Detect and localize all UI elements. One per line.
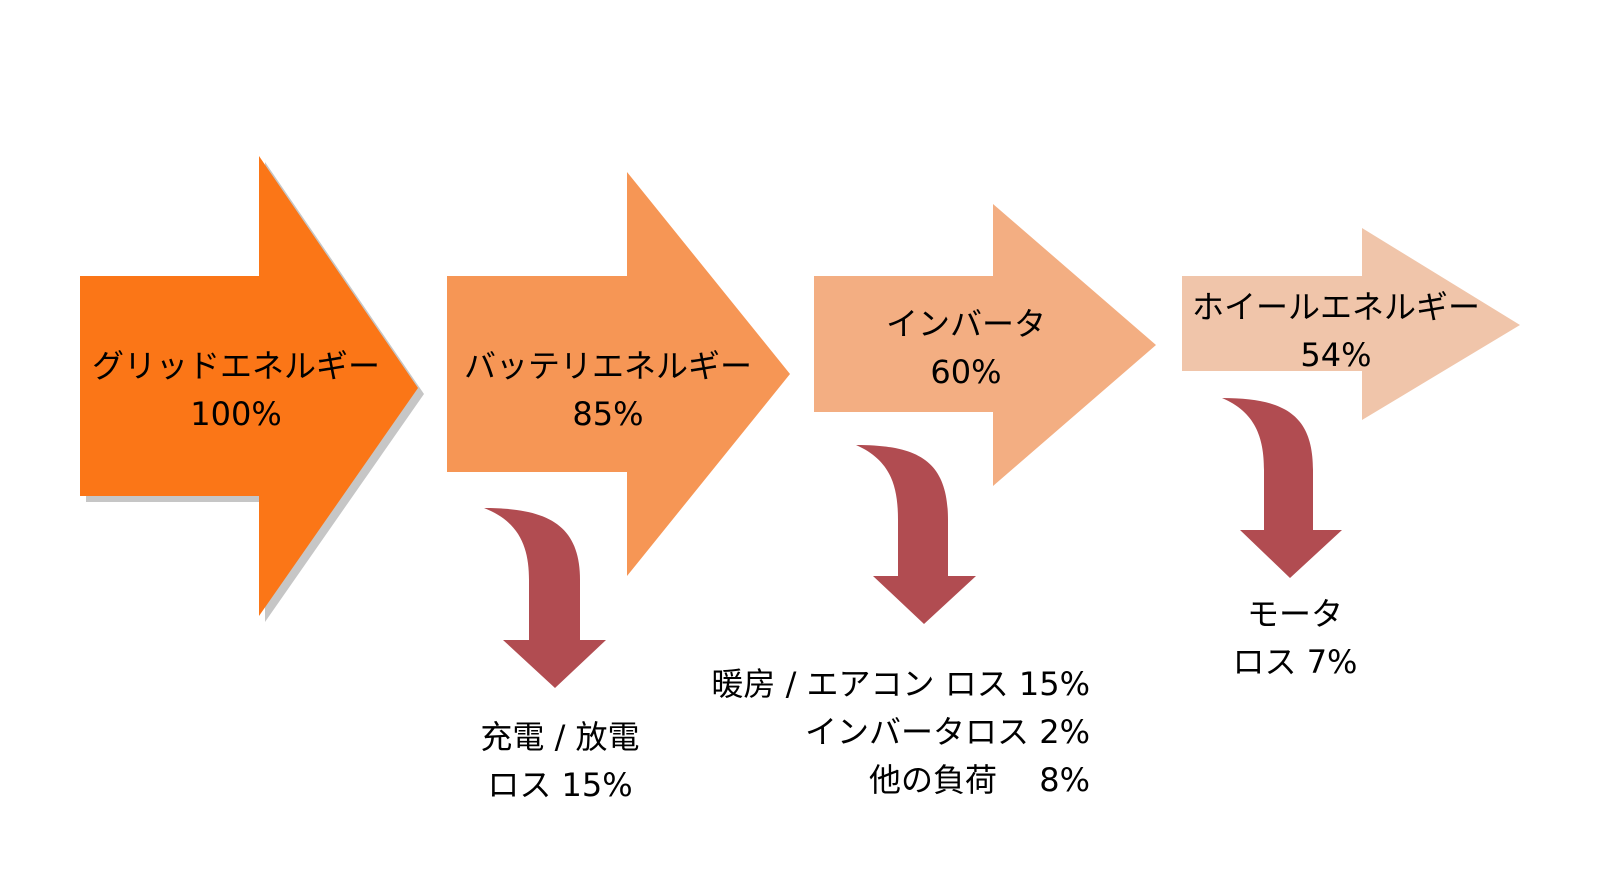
stage-3-arrow <box>814 204 1156 486</box>
stage-1-name: グリッドエネルギー <box>91 347 381 385</box>
loss-3-line-2: ロス 7% <box>1232 643 1358 681</box>
stage-1-value: 100% <box>190 395 282 433</box>
loss-1-arrow <box>484 508 606 688</box>
loss-1-label: 充電 / 放電 ロス 15% <box>480 713 639 809</box>
loss-1-line-1: 充電 / 放電 <box>480 718 640 756</box>
loss-2-line-2: インバータロス 2% <box>805 713 1090 751</box>
stage-3-label: インバータ 60% <box>886 300 1046 396</box>
stage-2-name: バッテリエネルギー <box>463 347 753 385</box>
stage-4-name: ホイールエネルギー <box>1191 288 1481 326</box>
stage-2-value: 85% <box>572 395 644 433</box>
loss-3-arrow <box>1222 398 1342 578</box>
stage-1-arrow <box>80 156 418 616</box>
stage-3-name: インバータ <box>885 305 1047 343</box>
stage-3-value: 60% <box>930 353 1002 391</box>
stage-4-arrow <box>1182 228 1520 420</box>
loss-2-label: 暖房 / エアコン ロス 15% インバータロス 2% 他の負荷 8% <box>711 660 1090 804</box>
stage-1-label: グリッドエネルギー 100% <box>92 342 380 438</box>
loss-3-label: モータ ロス 7% <box>1233 590 1358 686</box>
loss-2-arrow <box>856 445 976 624</box>
loss-2-line-3: 他の負荷 8% <box>869 761 1090 799</box>
stage-4-label: ホイールエネルギー 54% <box>1192 283 1480 379</box>
loss-2-line-1: 暖房 / エアコン ロス 15% <box>711 665 1090 703</box>
loss-3-line-1: モータ <box>1246 595 1344 633</box>
stage-4-value: 54% <box>1300 336 1372 374</box>
stage-2-arrow <box>447 172 790 576</box>
loss-1-line-2: ロス 15% <box>487 766 633 804</box>
stage-2-label: バッテリエネルギー 85% <box>464 342 752 438</box>
